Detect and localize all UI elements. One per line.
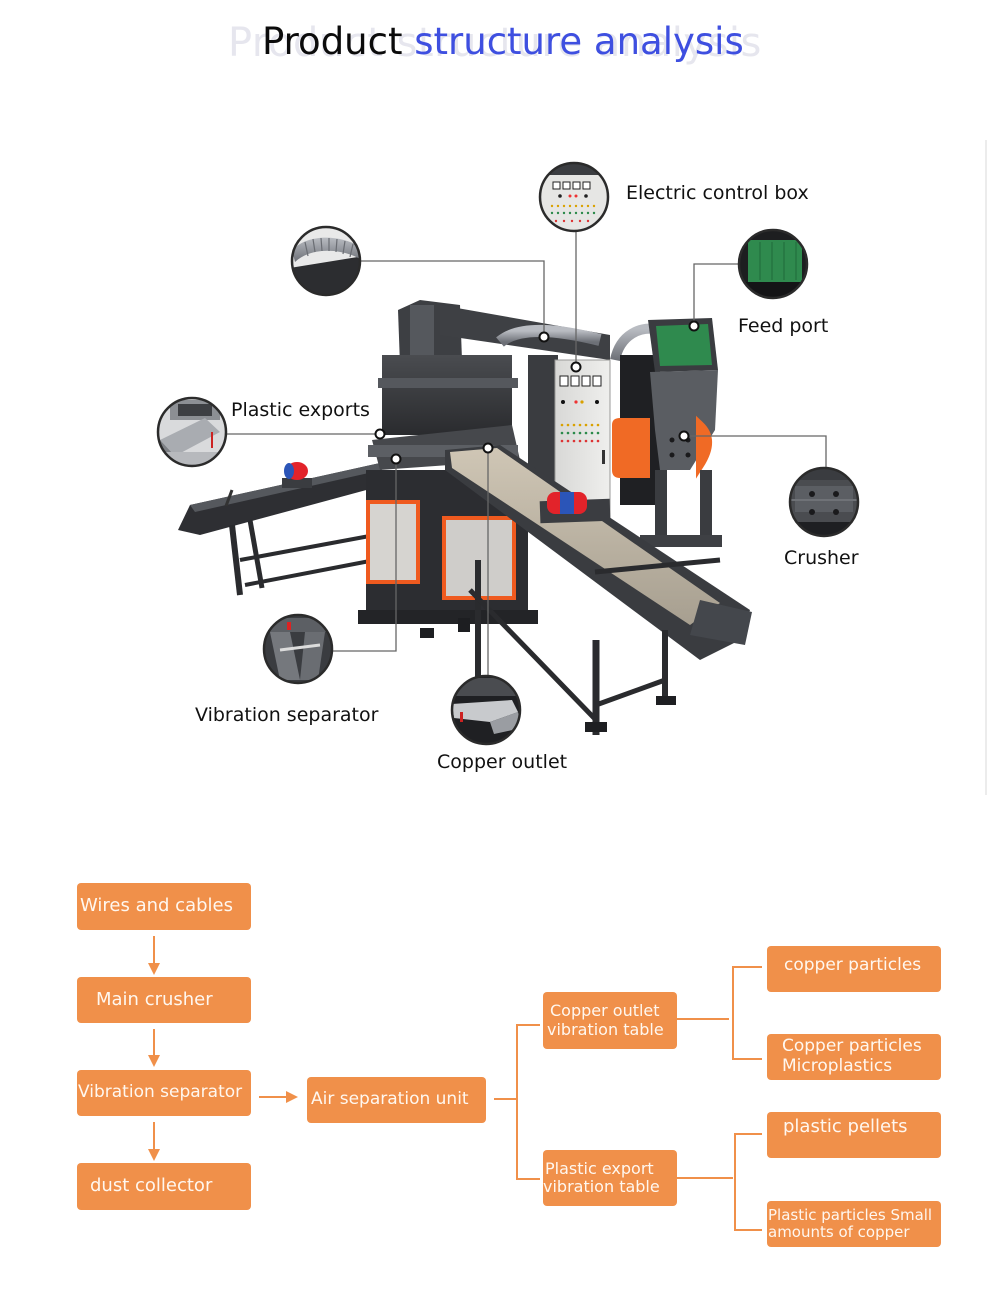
arrowhead-right (286, 1091, 298, 1103)
label-electric-control-box: Electric control box (626, 182, 809, 204)
flowchart-connectors (148, 936, 762, 1231)
label-plastic-exports: Plastic exports (231, 399, 370, 421)
anchor-dust-hose (538, 331, 550, 343)
anchor-copper-outlet (482, 442, 494, 454)
label-copper-outlet: Copper outlet (437, 751, 568, 773)
label-crusher: Crusher (784, 547, 859, 569)
copper-chute-icon (450, 674, 522, 746)
anchor-feed-port (688, 320, 700, 332)
crusher-plate-icon (788, 466, 860, 538)
flow-node-vibration-separator: Vibration separator (77, 1070, 251, 1116)
arrowhead-down-3 (148, 1149, 160, 1161)
anchor-plastic-exports (374, 428, 386, 440)
label-feed-port: Feed port (738, 315, 829, 337)
title-ghost-text: Product structure analysis (228, 20, 762, 66)
bracket-plastic-outputs (734, 1133, 762, 1231)
vibration-separator-icon (262, 613, 334, 685)
corrugated-hose-icon (290, 225, 362, 297)
flow-node-copper-outlet-vibration-table: Copper outlet vibration table (543, 992, 677, 1049)
title-words-structure-analysis: structure analysis (414, 20, 744, 63)
leader-lines (226, 231, 827, 676)
flow-output-copper-particles: copper particles (767, 946, 941, 992)
title-word-product: Product (262, 20, 403, 63)
plastic-export-conveyor (178, 462, 385, 596)
flow-node-wires-and-cables: Wires and cables (77, 883, 251, 930)
decorative-divider (985, 140, 987, 795)
control-panel-icon (538, 161, 610, 233)
flow-node-main-crusher: Main crusher (77, 977, 251, 1023)
plastic-chute-icon (156, 396, 228, 468)
flow-output-plastic-particles-small-copper: Plastic particles Small amounts of coppe… (767, 1201, 941, 1247)
anchor-electric-control-box (570, 361, 582, 373)
feed-hopper-icon (737, 228, 809, 300)
arrowhead-down-1 (148, 963, 160, 975)
flow-node-plastic-export-vibration-table: Plastic export vibration table (543, 1150, 677, 1206)
arrowhead-down-2 (148, 1055, 160, 1067)
page-title: Product structure analysis Product struc… (0, 18, 1000, 78)
anchor-crusher (678, 430, 690, 442)
flow-output-plastic-pellets: plastic pellets (767, 1112, 941, 1158)
title-text: Product structure analysis (262, 20, 744, 63)
flow-node-air-separation-unit: Air separation unit (307, 1077, 486, 1123)
flow-output-copper-particles-microplastics: Copper particles Microplastics (767, 1034, 941, 1080)
crusher-unit (612, 318, 722, 547)
anchor-vibration-separator (390, 453, 402, 465)
machine-illustration (156, 161, 860, 746)
label-vibration-separator: Vibration separator (195, 704, 379, 726)
bracket-tables (516, 1024, 540, 1180)
flow-node-dust-collector: dust collector (77, 1163, 251, 1210)
copper-outlet-conveyor (420, 445, 752, 735)
bracket-copper-outputs (732, 966, 762, 1060)
callout-anchors (374, 320, 700, 465)
